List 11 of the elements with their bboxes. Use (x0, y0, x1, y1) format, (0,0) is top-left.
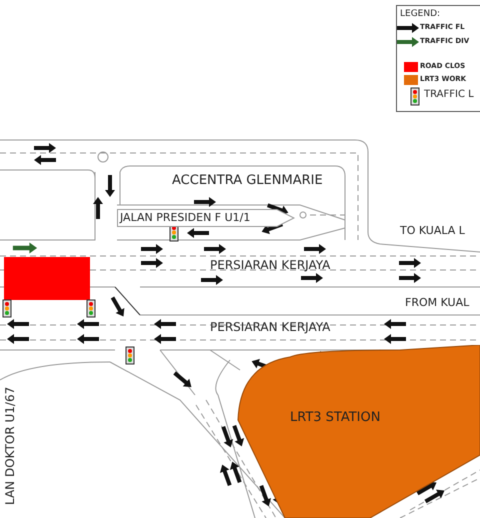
road-name: PERSIARAN KERJAYA (210, 320, 330, 334)
road-name: LAN DOKTOR U1/67 (3, 386, 17, 505)
road-name: JALAN PRESIDEN F U1/1 (120, 211, 250, 224)
legend-title: LEGEND: (400, 9, 440, 19)
road-name: PERSIARAN KERJAYA (210, 258, 330, 272)
direction-label: TO KUALA L (400, 224, 465, 237)
station-label: LRT3 STATION (290, 410, 380, 425)
traffic-island (117, 209, 295, 227)
direction-label: FROM KUAL (405, 296, 470, 309)
legend-label: TRAFFIC L (424, 89, 474, 100)
building-label: ACCENTRA GLENMARIE (172, 173, 323, 188)
